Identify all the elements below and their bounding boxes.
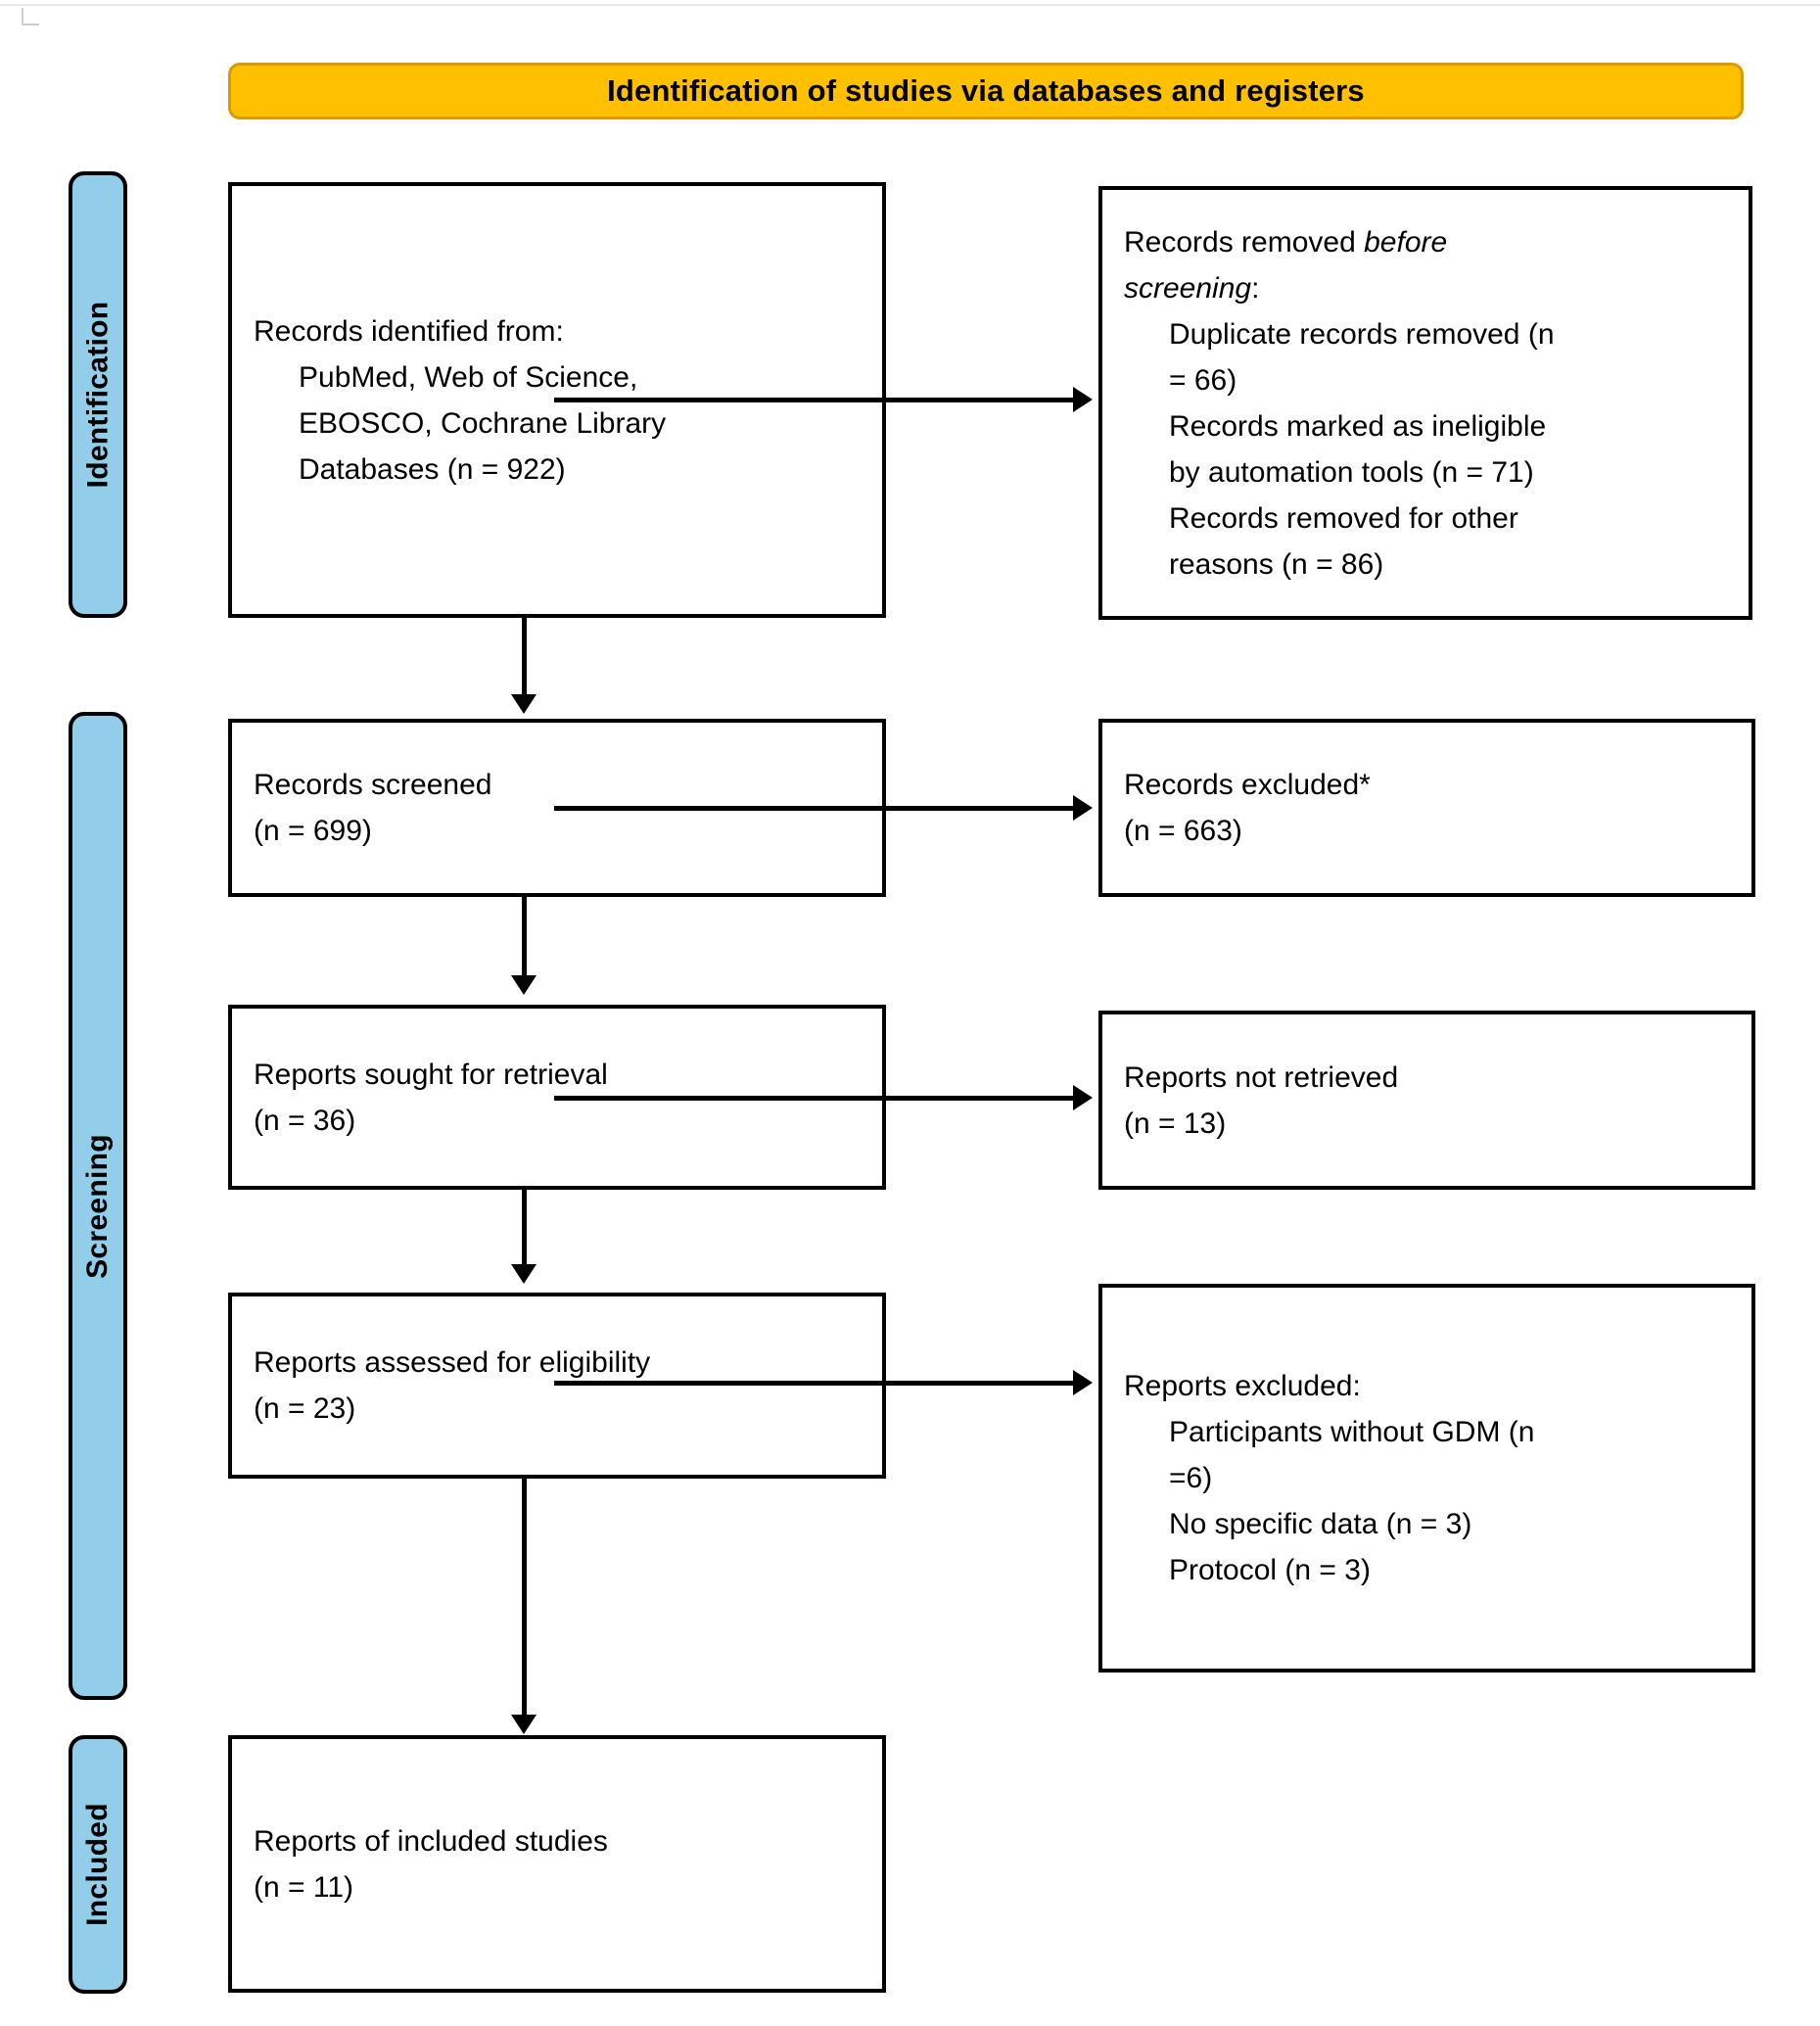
connector-screened-to-excluded [554, 806, 1073, 811]
node-reports-excluded: Reports excluded: Participants without G… [1098, 1284, 1755, 1673]
node-line-plain: : [1251, 271, 1260, 305]
node-line: reasons (n = 86) [1169, 547, 1384, 581]
node-line: Records identified from: [254, 314, 564, 348]
phase-label-identification: Identification [69, 171, 127, 618]
node-line: Records removed before [1124, 219, 1727, 265]
connector-assessed-to-excluded [554, 1381, 1073, 1386]
node-line: PubMed, Web of Science, [299, 360, 638, 394]
node-line: (n = 36) [254, 1104, 356, 1137]
node-line: Reports of included studies [254, 1824, 608, 1858]
node-line: Duplicate records removed (n [1169, 317, 1555, 351]
crop-mark-icon [22, 8, 39, 25]
connector-identified-to-removed [554, 398, 1073, 402]
arrow-down-icon [511, 975, 537, 995]
node-line: (n = 23) [254, 1392, 356, 1425]
node-line: Records screened [254, 769, 492, 801]
phase-label-screening-text: Screening [81, 1133, 114, 1279]
node-line-plain: Records removed [1124, 225, 1365, 259]
node-line: Participants without GDM (n [1169, 1416, 1535, 1448]
page-top-rule [0, 4, 1820, 6]
phase-label-included-text: Included [81, 1803, 114, 1926]
node-line: Records marked as ineligible [1169, 409, 1547, 443]
connector-assessed-to-included [522, 1479, 527, 1717]
arrow-right-icon [1073, 1085, 1093, 1110]
node-line: screening: [1124, 265, 1727, 311]
node-line-italic: before [1364, 225, 1448, 259]
node-line: =6) [1169, 1462, 1213, 1494]
node-reports-not-retrieved: Reports not retrieved (n = 13) [1098, 1011, 1755, 1190]
node-line: (n = 11) [254, 1870, 353, 1904]
arrow-right-icon [1073, 795, 1093, 821]
node-line: (n = 663) [1124, 815, 1242, 847]
banner-label: Identification of studies via databases … [607, 73, 1365, 108]
node-line: Records removed for other [1169, 501, 1518, 535]
node-reports-assessed-for-eligibility: Reports assessed for eligibility (n = 23… [228, 1293, 886, 1479]
phase-label-identification-text: Identification [81, 301, 114, 489]
connector-sought-to-assessed [522, 1190, 527, 1266]
arrow-down-icon [511, 1264, 537, 1284]
node-line: by automation tools (n = 71) [1169, 455, 1534, 489]
arrow-right-icon [1073, 387, 1093, 412]
node-line: Protocol (n = 3) [1169, 1554, 1371, 1586]
connector-screened-to-sought [522, 897, 527, 977]
arrow-down-icon [511, 1715, 537, 1734]
node-line: Reports not retrieved [1124, 1060, 1399, 1094]
arrow-right-icon [1073, 1370, 1093, 1395]
arrow-down-icon [511, 694, 537, 714]
connector-identified-to-screened [522, 618, 527, 696]
banner-identification-via-databases: Identification of studies via databases … [228, 63, 1744, 119]
node-line: Databases (n = 922) [299, 452, 566, 486]
node-line: Reports excluded: [1124, 1370, 1361, 1402]
node-line: EBOSCO, Cochrane Library [299, 406, 667, 440]
node-line: No specific data (n = 3) [1169, 1508, 1472, 1540]
node-line: (n = 13) [1124, 1107, 1227, 1140]
phase-label-included: Included [69, 1735, 127, 1994]
phase-label-screening: Screening [69, 712, 127, 1700]
node-records-excluded: Records excluded* (n = 663) [1098, 719, 1755, 897]
node-records-removed-before-screening: Records removed before screening: Duplic… [1098, 186, 1752, 620]
node-line: Records excluded* [1124, 769, 1371, 801]
node-line: = 66) [1169, 363, 1237, 397]
node-line: Reports assessed for eligibility [254, 1346, 651, 1379]
node-line: Reports sought for retrieval [254, 1058, 608, 1091]
node-reports-of-included-studies: Reports of included studies (n = 11) [228, 1735, 886, 1993]
connector-sought-to-not-retrieved [554, 1096, 1073, 1101]
node-line: (n = 699) [254, 815, 372, 847]
node-line-italic: screening [1124, 271, 1252, 305]
